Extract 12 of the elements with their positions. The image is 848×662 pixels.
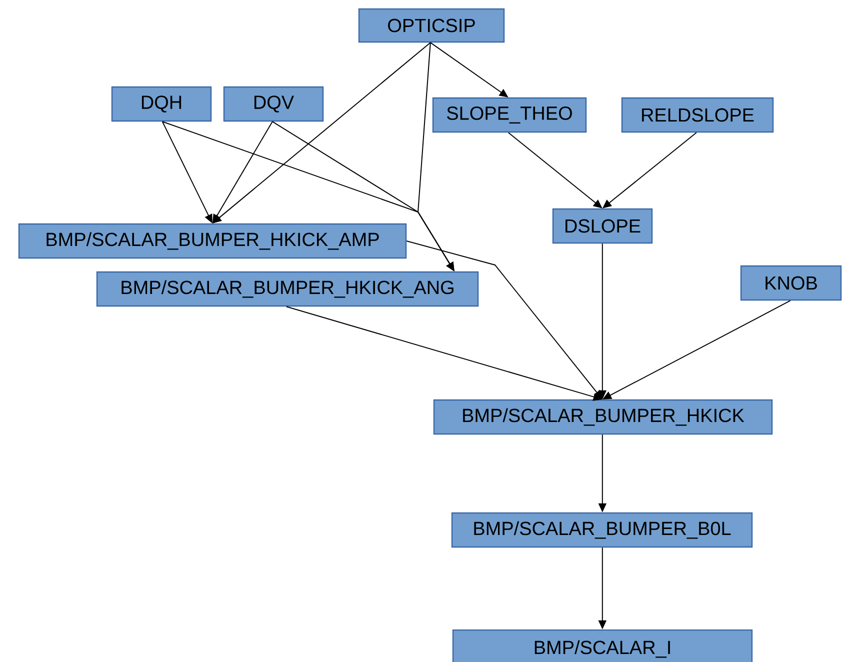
process-box: BMP/SCALAR_I [452, 629, 753, 662]
process-box: BMP/SCALAR_BUMPER_HKICK_ANG [96, 271, 479, 307]
process-box: BMP/SCALAR_BUMPER_HKICK_AMP [18, 223, 407, 259]
process-box: SLOPE_THEO [432, 97, 587, 133]
process-box: DQV [223, 86, 324, 122]
process-box: DQH [111, 86, 212, 122]
process-box: OPTICSIP [358, 8, 505, 43]
process-box: RELDSLOPE [621, 97, 774, 133]
process-box: DSLOPE [552, 208, 653, 244]
process-box: BMP/SCALAR_BUMPER_HKICK [433, 399, 773, 435]
process-box: KNOB [740, 265, 842, 301]
process-box: BMP/SCALAR_BUMPER_B0L [451, 512, 753, 548]
